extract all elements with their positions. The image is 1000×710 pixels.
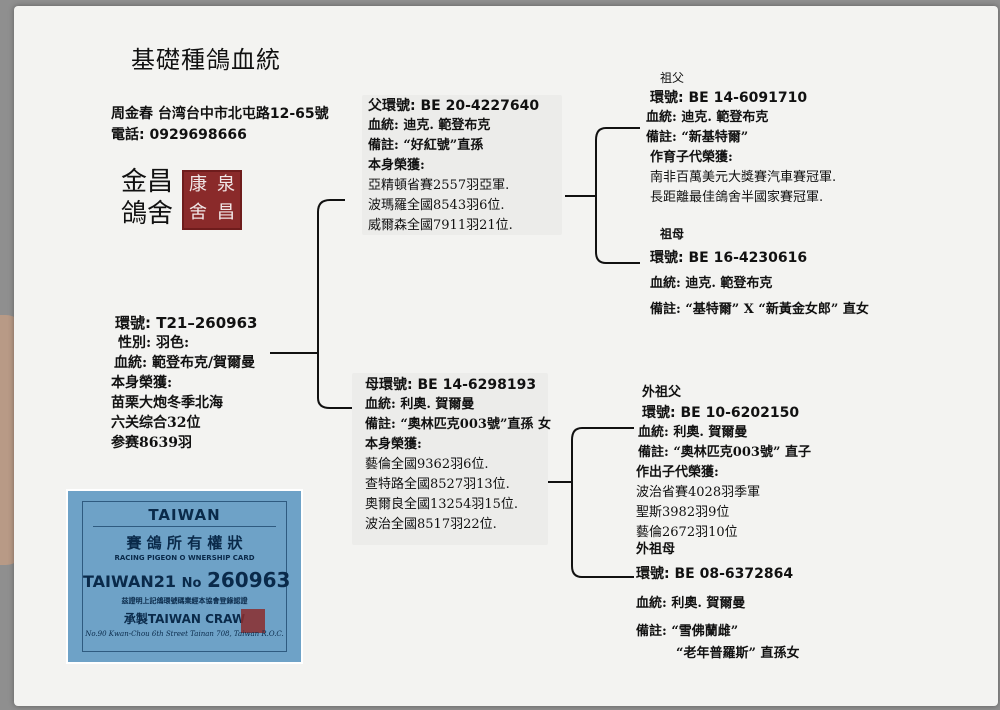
tree-line-parents [317, 199, 362, 409]
page-title: 基礎種鴿血統 [131, 46, 281, 74]
mother-honor: 查特路全國8527羽13位. [365, 477, 510, 492]
ownership-card-frame: TAIWAN 賽 鴿 所 有 權 狀 RACING PIGEON O WNERS… [82, 501, 290, 652]
father-honor: 亞精頓省賽2557羽亞軍. [368, 178, 510, 193]
card-number-no: No [181, 576, 202, 591]
father-honor: 威爾森全國7911羽21位. [368, 218, 513, 233]
subject-ring: 環號: T21–260963 [115, 314, 258, 332]
pat-grandfather-offspring: 長距離最佳鴿舍半國家賽冠軍. [650, 190, 824, 205]
father-honors-label: 本身榮獲: [368, 158, 425, 173]
pat-grandmother-bloodline: 血統: 迪克. 範登布克 [650, 276, 773, 291]
tree-line-mat-grandparents [571, 427, 634, 578]
subject-honor: 参赛8639羽 [111, 435, 192, 451]
mat-grandfather-offspring: 聖斯3982羽9位 [636, 505, 730, 520]
pat-grandmother-block: 祖母 環號: BE 16-4230616 血統: 迪克. 範登布克 備註: “基… [650, 222, 869, 322]
mat-grandfather-ring: 環號: BE 10-6202150 [642, 405, 800, 421]
mother-honor: 奧爾良全國13254羽15位. [365, 497, 519, 512]
mat-grandmother-label: 外祖母 [636, 542, 676, 557]
pat-grandmother-ring: 環號: BE 16-4230616 [650, 250, 808, 266]
mat-grandfather-note: 備註: “奧林匹克003號” 直子 [638, 445, 811, 460]
loft-name: 金昌 鴿舍 [121, 166, 173, 230]
father-honor: 波瑪羅全國8543羽6位. [368, 198, 505, 213]
pat-grandfather-label: 祖父 [660, 71, 685, 85]
card-maker: 承製TAIWAN CRAW [123, 612, 246, 626]
pat-grandfather-bloodline: 血統: 迪克. 範登布克 [646, 110, 769, 125]
mat-grandfather-offspring: 藝倫2672羽10位 [636, 525, 738, 540]
father-bloodline: 血統: 迪克. 範登布克 [368, 118, 491, 133]
pat-grandfather-offspring: 南非百萬美元大獎賽汽車賽冠軍. [650, 170, 837, 185]
mother-block: 母環號: BE 14-6298193 血統: 利奧. 賀爾曼 備註: “奧林匹克… [365, 375, 551, 535]
pat-grandmother-note: 備註: “基特爾” X “新黃金女郎” 直女 [650, 302, 869, 317]
mat-grandfather-block: 外祖父 環號: BE 10-6202150 血統: 利奧. 賀爾曼 備註: “奧… [636, 383, 811, 543]
seal-char: 泉 [217, 174, 235, 195]
mat-grandfather-label: 外祖父 [642, 385, 682, 400]
seal-char: 舍 [189, 202, 207, 223]
father-ring: 父環號: BE 20-4227640 [368, 98, 540, 114]
subject-bloodline: 血統: 範登布克/賀爾曼 [114, 355, 256, 371]
card-title-en: RACING PIGEON O WNERSHIP CARD [114, 554, 255, 562]
mat-grandmother-note-cont: “老年普羅斯” 直孫女 [676, 646, 800, 661]
pat-grandfather-offspring-label: 作育子代榮獲: [650, 150, 733, 165]
subject-sex-color: 性別: 羽色: [118, 335, 190, 351]
mother-honor: 波治全國8517羽22位. [365, 517, 497, 532]
card-number-prefix: TAIWAN21 [83, 572, 176, 591]
father-note: 備註: “好紅號”直孫 [368, 138, 484, 153]
card-address: No.90 Kwan-Chou 6th Street Tainan 708, T… [85, 630, 284, 638]
card-country: TAIWAN [148, 506, 221, 524]
card-title-cn: 賽 鴿 所 有 權 狀 [126, 534, 243, 552]
mother-bloodline: 血統: 利奧. 賀爾曼 [365, 397, 475, 412]
subject-honor: 苗栗大炮冬季北海 [111, 395, 223, 411]
loft-name-line1: 金昌 [121, 167, 174, 197]
mat-grandmother-block: 外祖母 環號: BE 08-6372864 血統: 利奧. 賀爾曼 備註: “雪… [636, 540, 799, 664]
mat-grandfather-bloodline: 血統: 利奧. 賀爾曼 [638, 425, 748, 440]
card-number: TAIWAN21 No 260963 [83, 568, 290, 592]
subject-honor: 六关综合32位 [111, 415, 201, 431]
pat-grandfather-note: 備註: “新基特爾” [646, 130, 749, 145]
tree-line-pat-grandparents [595, 127, 640, 264]
mother-box [352, 373, 548, 545]
card-issuer-note: 茲證明上記鴿環號碼業經本協會登錄認證 [121, 597, 248, 605]
card-number-value: 260963 [206, 568, 291, 592]
loft-name-line2: 鴿舍 [121, 199, 174, 229]
owner-phone: 電話: 0929698666 [111, 127, 247, 143]
ownership-card: TAIWAN 賽 鴿 所 有 權 狀 RACING PIGEON O WNERS… [66, 489, 303, 664]
father-block: 父環號: BE 20-4227640 血統: 迪克. 範登布克 備註: “好紅號… [368, 96, 539, 236]
subject-honors-label: 本身榮獲: [111, 375, 173, 391]
card-separator [93, 526, 276, 527]
mat-grandfather-offspring: 波治省賽4028羽季軍 [636, 485, 761, 500]
seal-char: 康 [189, 174, 207, 195]
seal-char: 昌 [217, 202, 235, 223]
loft-seal: 康 泉 舍 昌 [182, 170, 242, 230]
mother-honor: 藝倫全國9362羽6位. [365, 457, 489, 472]
owner-address: 周金春 台湾台中市北屯路12-65號 [111, 106, 329, 122]
pat-grandmother-label: 祖母 [660, 227, 685, 241]
pat-grandfather-block: 祖父 環號: BE 14-6091710 血統: 迪克. 範登布克 備註: “新… [640, 68, 836, 208]
mother-ring: 母環號: BE 14-6298193 [365, 377, 537, 393]
mat-grandfather-offspring-label: 作出子代榮獲: [636, 465, 719, 480]
father-box [362, 95, 562, 235]
mother-note: 備註: “奧林匹克003號”直孫 女 [365, 417, 551, 432]
mat-grandmother-note: 備註: “雪佛蘭雌” [636, 624, 739, 639]
mother-honors-label: 本身榮獲: [365, 437, 422, 452]
card-stamp [241, 609, 265, 633]
pat-grandfather-ring: 環號: BE 14-6091710 [650, 90, 808, 106]
mat-grandmother-ring: 環號: BE 08-6372864 [636, 566, 794, 582]
mat-grandmother-bloodline: 血統: 利奧. 賀爾曼 [636, 596, 746, 611]
subject-block: 環號: T21–260963 性別: 羽色: 血統: 範登布克/賀爾曼 本身榮獲… [111, 313, 257, 453]
